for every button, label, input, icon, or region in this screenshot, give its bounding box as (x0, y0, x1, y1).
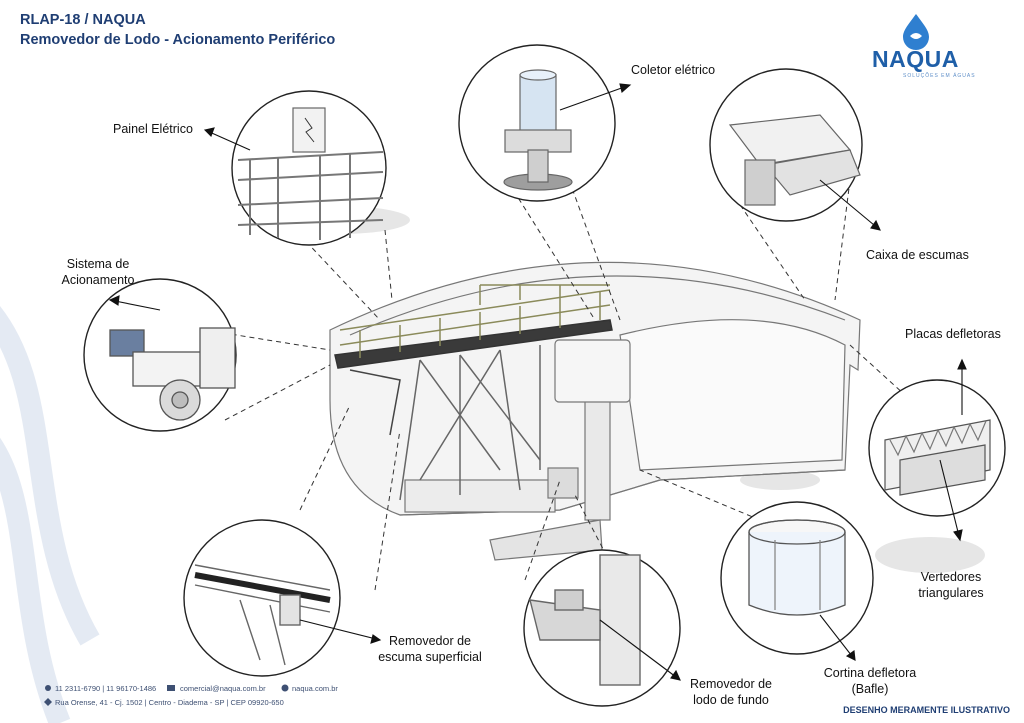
escuma-detail (194, 564, 331, 666)
footer-phones: 11 2311-6790 | 11 96170-1486 (55, 684, 157, 693)
background-swirls (0, 306, 100, 723)
truss (349, 345, 541, 501)
label-sistema-acionamento: Sistema de Acionamento (52, 256, 144, 288)
cortina-detail (748, 519, 846, 616)
label-sistema-acionamento-line1: Sistema de (66, 257, 130, 271)
label-caixa-escumas: Caixa de escumas (866, 248, 969, 262)
label-cortina-defletora: Cortina defletora (Bafle) (814, 665, 926, 697)
coletor-detail (503, 69, 573, 191)
logo-drop-icon (903, 14, 929, 50)
brand-logo: NAQUA (872, 46, 959, 72)
painel-detail (237, 107, 384, 240)
label-vertedores: Vertedores triangulares (906, 569, 996, 601)
label-cortina-defletora-line2: (Bafle) (851, 682, 889, 696)
label-painel-eletrico: Painel Elétrico (113, 122, 193, 136)
label-coletor-eletrico: Coletor elétrico (631, 63, 716, 77)
page-title: RLAP-18 / NAQUA (20, 12, 146, 28)
label-placas-defletoras: Placas defletoras (905, 327, 1001, 341)
lodo-detail (529, 554, 641, 686)
central-column (489, 339, 631, 561)
footer-icons (44, 684, 289, 706)
footer-address: Rua Orense, 41 - Cj. 1502 | Centro - Dia… (55, 698, 284, 707)
label-removedor-lodo: Removedor de lodo de fundo (676, 676, 786, 708)
footer-email[interactable]: comercial@naqua.com.br (180, 684, 266, 693)
label-sistema-acionamento-line2: Acionamento (61, 273, 135, 287)
bridge (334, 284, 613, 369)
label-removedor-lodo-line2: lodo de fundo (693, 693, 769, 707)
label-arrows (108, 83, 967, 681)
label-vertedores-line1: Vertedores (920, 570, 982, 584)
label-removedor-escuma: Removedor de escuma superficial (370, 633, 490, 665)
page-subtitle: Removedor de Lodo - Acionamento Periféri… (20, 32, 336, 48)
footer-site[interactable]: naqua.com.br (292, 684, 338, 693)
caixa-detail (728, 114, 861, 206)
disclaimer: DESENHO MERAMENTE ILUSTRATIVO (843, 705, 1010, 715)
vertedor-detail (884, 419, 991, 496)
label-removedor-lodo-line1: Removedor de (690, 677, 772, 691)
label-removedor-escuma-line2: escuma superficial (378, 650, 482, 664)
label-cortina-defletora-line1: Cortina defletora (823, 666, 917, 680)
label-vertedores-line2: triangulares (918, 586, 984, 600)
brand-tagline: SOLUÇÕES EM ÁGUAS (903, 73, 976, 79)
acionamento-detail (109, 327, 236, 421)
label-removedor-escuma-line1: Removedor de (389, 634, 471, 648)
